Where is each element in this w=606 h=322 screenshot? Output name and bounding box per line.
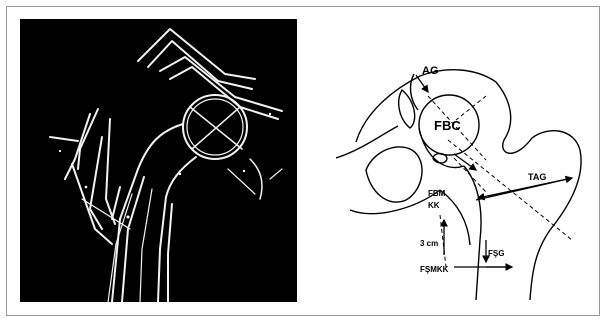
label-fbc: FBC [434, 118, 461, 133]
schematic-panel: AG FBC TAG FBM KK 3 cm FŞG FŞMKK [336, 30, 586, 300]
label-3cm: 3 cm [420, 239, 438, 248]
label-kk: KK [428, 201, 440, 210]
xray-tracing [20, 19, 297, 302]
hip-schematic: AG FBC TAG FBM KK 3 cm FŞG FŞMKK [336, 30, 586, 300]
xray-tracing-panel [20, 19, 297, 302]
label-ag: AG [422, 65, 439, 77]
label-fbm: FBM [428, 189, 446, 198]
label-fsmkk: FŞMKK [420, 265, 449, 274]
label-fsg: FŞG [488, 249, 504, 258]
label-tag: TAG [528, 172, 546, 182]
